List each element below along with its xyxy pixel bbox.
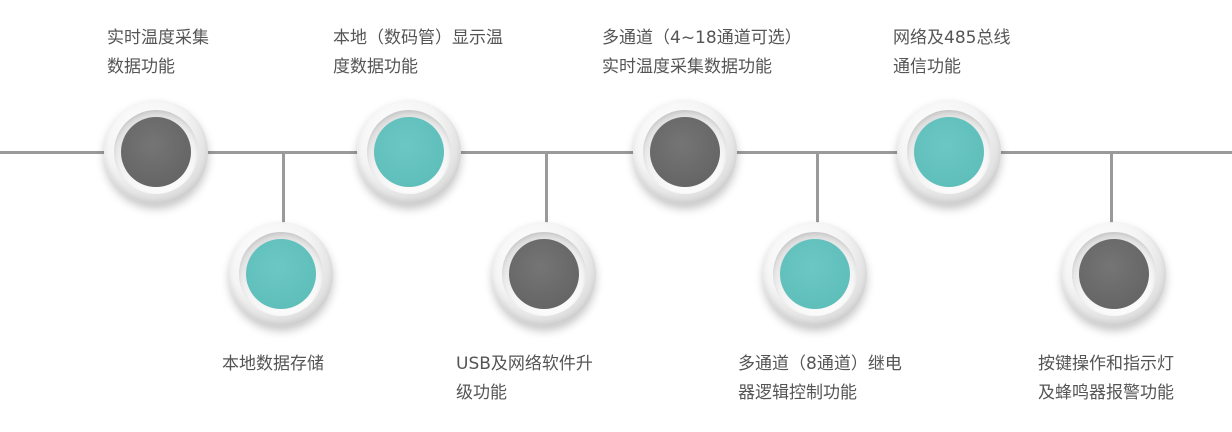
label-line: 器逻辑控制功能 bbox=[738, 383, 857, 403]
label-line: 多通道（4~18通道可选） bbox=[602, 28, 802, 48]
feature-node-5 bbox=[633, 100, 737, 204]
node-core-teal bbox=[246, 239, 316, 309]
label-line: 度数据功能 bbox=[333, 57, 418, 77]
label-line: 按键操作和指示灯 bbox=[1038, 354, 1174, 374]
feature-node-4 bbox=[492, 222, 596, 326]
timeline-stem bbox=[1110, 152, 1113, 224]
label-line: 通信功能 bbox=[893, 57, 961, 77]
feature-label-5: 多通道（4~18通道可选） 实时温度采集数据功能 bbox=[602, 24, 802, 82]
label-line: 及蜂鸣器报警功能 bbox=[1038, 383, 1174, 403]
feature-node-6 bbox=[763, 222, 867, 326]
label-line: 实时温度采集数据功能 bbox=[602, 57, 772, 77]
timeline-axis bbox=[0, 151, 1232, 154]
feature-node-7 bbox=[897, 100, 1001, 204]
label-line: 实时温度采集 bbox=[107, 28, 209, 48]
node-core-gray bbox=[1079, 239, 1149, 309]
label-line: 本地数据存储 bbox=[222, 354, 324, 374]
feature-label-7: 网络及485总线 通信功能 bbox=[893, 24, 1010, 82]
feature-label-6: 多通道（8通道）继电 器逻辑控制功能 bbox=[738, 350, 902, 408]
feature-label-2: 本地数据存储 bbox=[222, 350, 324, 379]
label-line: 本地（数码管）显示温 bbox=[333, 28, 503, 48]
timeline-stem bbox=[282, 152, 285, 224]
feature-node-3 bbox=[357, 100, 461, 204]
feature-node-1 bbox=[104, 100, 208, 204]
label-line: 多通道（8通道）继电 bbox=[738, 354, 902, 374]
node-core-teal bbox=[374, 117, 444, 187]
label-line: 网络及485总线 bbox=[893, 28, 1011, 48]
node-core-teal bbox=[780, 239, 850, 309]
feature-label-1: 实时温度采集 数据功能 bbox=[107, 24, 209, 82]
feature-label-3: 本地（数码管）显示温 度数据功能 bbox=[333, 24, 503, 82]
node-core-gray bbox=[509, 239, 579, 309]
timeline-stem bbox=[816, 152, 819, 224]
node-core-gray bbox=[650, 117, 720, 187]
feature-label-8: 按键操作和指示灯 及蜂鸣器报警功能 bbox=[1038, 350, 1174, 408]
label-line: 数据功能 bbox=[107, 57, 175, 77]
label-line: USB及网络软件升 bbox=[456, 354, 593, 374]
label-line: 级功能 bbox=[456, 383, 507, 403]
timeline-stem bbox=[545, 152, 548, 224]
feature-label-4: USB及网络软件升 级功能 bbox=[456, 350, 593, 408]
node-core-gray bbox=[121, 117, 191, 187]
node-core-teal bbox=[914, 117, 984, 187]
feature-node-8 bbox=[1062, 222, 1166, 326]
feature-node-2 bbox=[229, 222, 333, 326]
